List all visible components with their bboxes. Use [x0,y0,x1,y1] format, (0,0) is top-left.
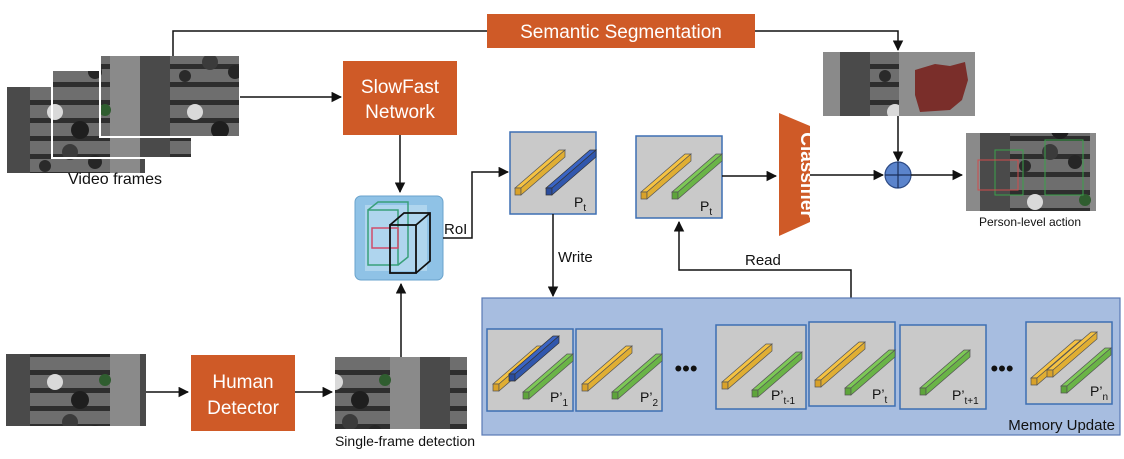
segmentation-input-image [823,52,899,116]
segmentation-to-mask-arrow [755,30,904,52]
roi-label: RoI [444,221,467,238]
single-frame-detection-image [335,357,467,429]
feature-cube [354,195,444,281]
detection-box [1044,139,1084,196]
read-arrow [673,220,852,322]
classifier-block [779,113,810,236]
pt-write-label: Pt [574,194,586,214]
memory-slot [899,324,987,410]
person-level-action-label: Person-level action [979,215,1081,229]
memory-slot-label: P’1 [550,389,568,409]
detection-box [977,159,1019,191]
human-detector-label-line2: Detector [207,398,279,419]
roi-arrow [443,166,510,239]
semantic-segmentation-label: Semantic Segmentation [520,22,722,43]
memory-slot-label: P’n [1090,383,1108,403]
human-detector-label-line1: Human [212,372,273,393]
memory-slot-label: P’t [872,386,887,406]
memory-ellipsis: ••• [674,356,697,381]
pt-write-token [509,131,597,215]
slowfast-label-line2: Network [365,102,435,123]
fusion-add-icon [884,161,912,189]
person-level-action-image [966,133,1096,211]
classifier-label: Classifier [796,132,817,218]
detector-input-frame [6,354,146,426]
detection-box [994,149,1024,196]
video-frames-label: Video frames [68,171,162,188]
video-frames-stack [5,54,241,175]
segmentation-mask-region [915,62,968,112]
memory-slot-label: P’t+1 [952,387,979,407]
single-frame-detection-label: Single-frame detection [335,433,475,449]
human-detector-box [191,355,295,431]
pt-read-label: Pt [700,198,712,218]
read-label: Read [745,252,781,269]
write-label: Write [558,249,593,266]
video-frame-image [99,54,241,138]
pt-read-token [635,135,723,219]
slowfast-network-box [343,61,457,135]
memory-slot-label: P’t-1 [771,387,796,407]
semantic-segmentation-box [487,14,755,48]
slowfast-label-line1: SlowFast [361,77,440,98]
frames-to-segmentation-arrow [172,30,487,56]
memory-ellipsis: ••• [990,356,1013,381]
memory-update-label: Memory Update [1008,417,1115,434]
memory-slot-label: P’2 [640,389,658,409]
